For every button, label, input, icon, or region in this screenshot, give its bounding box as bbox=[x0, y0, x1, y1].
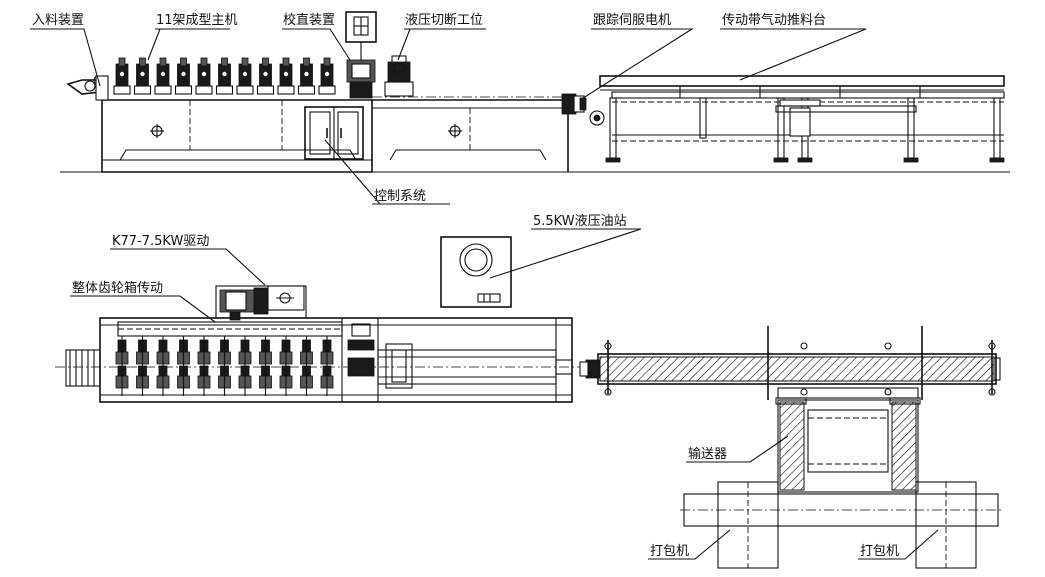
forming-stand-plan bbox=[238, 336, 252, 396]
forming-stand-side bbox=[133, 57, 152, 95]
label-forming-main-machine: 11架成型主机 bbox=[156, 13, 238, 28]
forming-stand-plan bbox=[259, 336, 272, 396]
forming-stand-plan bbox=[136, 336, 149, 396]
forming-stand-plan bbox=[218, 336, 231, 396]
forming-stands-side bbox=[113, 57, 336, 95]
hydraulic-station-plan bbox=[440, 236, 512, 308]
push-table-plan bbox=[579, 326, 1001, 400]
main-frame-plan bbox=[99, 317, 573, 403]
cutting-section-base bbox=[372, 96, 569, 172]
label-control-system: 控制系统 bbox=[374, 189, 426, 204]
feeding-device-side bbox=[66, 75, 109, 101]
forming-stand-side bbox=[297, 57, 316, 95]
forming-stand-plan bbox=[115, 336, 129, 396]
hydraulic-cutter-side bbox=[384, 55, 414, 97]
label-packer-left: 打包机 bbox=[650, 544, 689, 559]
label-drive-motor: K77-7.5KW驱动 bbox=[112, 234, 209, 249]
forming-stand-plan bbox=[279, 336, 293, 396]
drive-motor-plan bbox=[215, 285, 307, 321]
packing-machines-plan bbox=[680, 481, 1002, 569]
forming-stand-side bbox=[256, 57, 275, 95]
forming-stand-side bbox=[154, 57, 172, 95]
side-elevation-view bbox=[30, 11, 1010, 205]
forming-stand-side bbox=[174, 57, 193, 95]
label-gearbox-transmission: 整体齿轮箱传动 bbox=[72, 280, 163, 296]
label-hydraulic-cutting-station: 液压切断工位 bbox=[405, 13, 483, 28]
forming-stand-side bbox=[277, 57, 295, 95]
straightening-device-side bbox=[345, 11, 377, 99]
callout-labels: 入料装置 11架成型主机 校直装置 液压切断工位 跟踪伺服电机 传动带气动推料台… bbox=[32, 12, 899, 559]
label-belt-pneumatic-push-table: 传动带气动推料台 bbox=[722, 12, 826, 28]
forming-stand-side bbox=[318, 57, 336, 95]
label-tracking-servo-motor: 跟踪伺服电机 bbox=[593, 13, 671, 28]
forming-stand-plan bbox=[320, 336, 334, 396]
top-leader-lines bbox=[30, 28, 867, 205]
label-packer-right: 打包机 bbox=[860, 544, 899, 559]
forming-stand-plan bbox=[197, 336, 211, 396]
label-straightening-device: 校直装置 bbox=[283, 12, 335, 28]
forming-stand-side bbox=[215, 57, 234, 95]
conveyor-plan bbox=[775, 397, 921, 493]
push-table-side bbox=[599, 75, 1005, 163]
forming-stand-plan bbox=[300, 336, 313, 396]
forming-stand-side bbox=[195, 57, 213, 95]
bottom-leader-lines bbox=[70, 228, 939, 560]
label-conveyor: 输送器 bbox=[688, 446, 727, 462]
forming-stand-side bbox=[113, 57, 131, 95]
label-feeding-device: 入料装置 bbox=[32, 13, 84, 28]
forming-stand-side bbox=[236, 57, 254, 95]
plan-view bbox=[55, 228, 1002, 569]
main-machine-base bbox=[101, 99, 373, 173]
forming-stands-plan bbox=[115, 336, 334, 396]
forming-stand-plan bbox=[177, 336, 190, 396]
forming-stand-plan bbox=[156, 336, 170, 396]
label-hydraulic-station: 5.5KW液压油站 bbox=[533, 214, 627, 229]
